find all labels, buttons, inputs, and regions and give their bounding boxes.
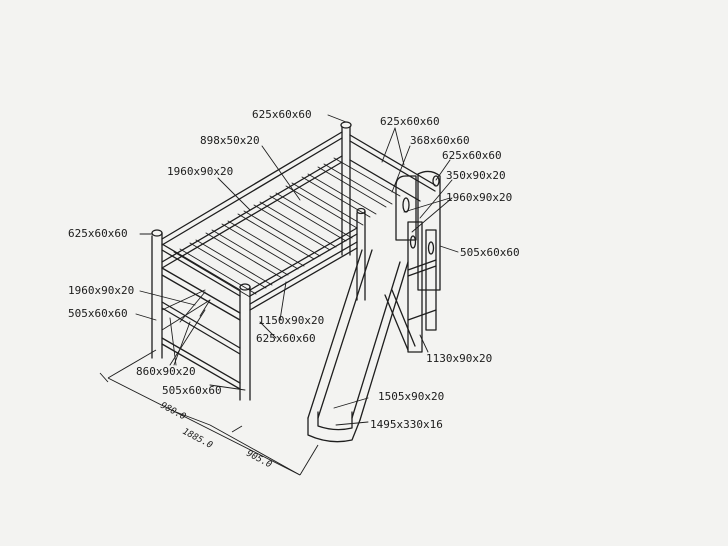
label-slide-rail: 1505x90x20 xyxy=(378,390,444,403)
label-long-rail-top: 1960x90x20 xyxy=(167,165,233,178)
bed-frame xyxy=(151,121,436,401)
label-long-rail-right: 1960x90x20 xyxy=(446,191,512,204)
label-post-rear-right: 625x60x60 xyxy=(380,115,440,128)
label-post-front: 625x60x60 xyxy=(256,332,316,345)
label-ladder-board: 350x90x20 xyxy=(446,169,506,182)
dim-length: 1885.0 xyxy=(181,427,214,451)
label-ladder-side: 505x60x60 xyxy=(460,246,520,259)
label-end-post-left: 505x60x60 xyxy=(68,307,128,320)
label-ladder-rail: 1130x90x20 xyxy=(426,352,492,365)
part-labels: 625x60x60 625x60x60 898x50x20 368x60x60 … xyxy=(68,108,520,431)
label-step: 368x60x60 xyxy=(410,134,470,147)
label-slat: 898x50x20 xyxy=(200,134,260,147)
label-slide-board: 1495x330x16 xyxy=(370,418,443,431)
slats xyxy=(173,157,401,298)
label-ladder-post: 625x60x60 xyxy=(442,149,502,162)
label-side-rail: 1150x90x20 xyxy=(258,314,324,327)
label-leg-left: 625x60x60 xyxy=(68,227,128,240)
ladder xyxy=(395,170,441,353)
label-post-top: 625x60x60 xyxy=(252,108,312,121)
slide xyxy=(307,249,416,443)
label-brace: 860x90x20 xyxy=(136,365,196,378)
dimension-lines: 980.0 1885.0 905.0 xyxy=(99,349,319,476)
dim-width: 980.0 xyxy=(159,401,188,423)
label-long-rail-left: 1960x90x20 xyxy=(68,284,134,297)
leader-lines xyxy=(135,114,459,426)
label-leg-front: 505x60x60 xyxy=(162,384,222,397)
